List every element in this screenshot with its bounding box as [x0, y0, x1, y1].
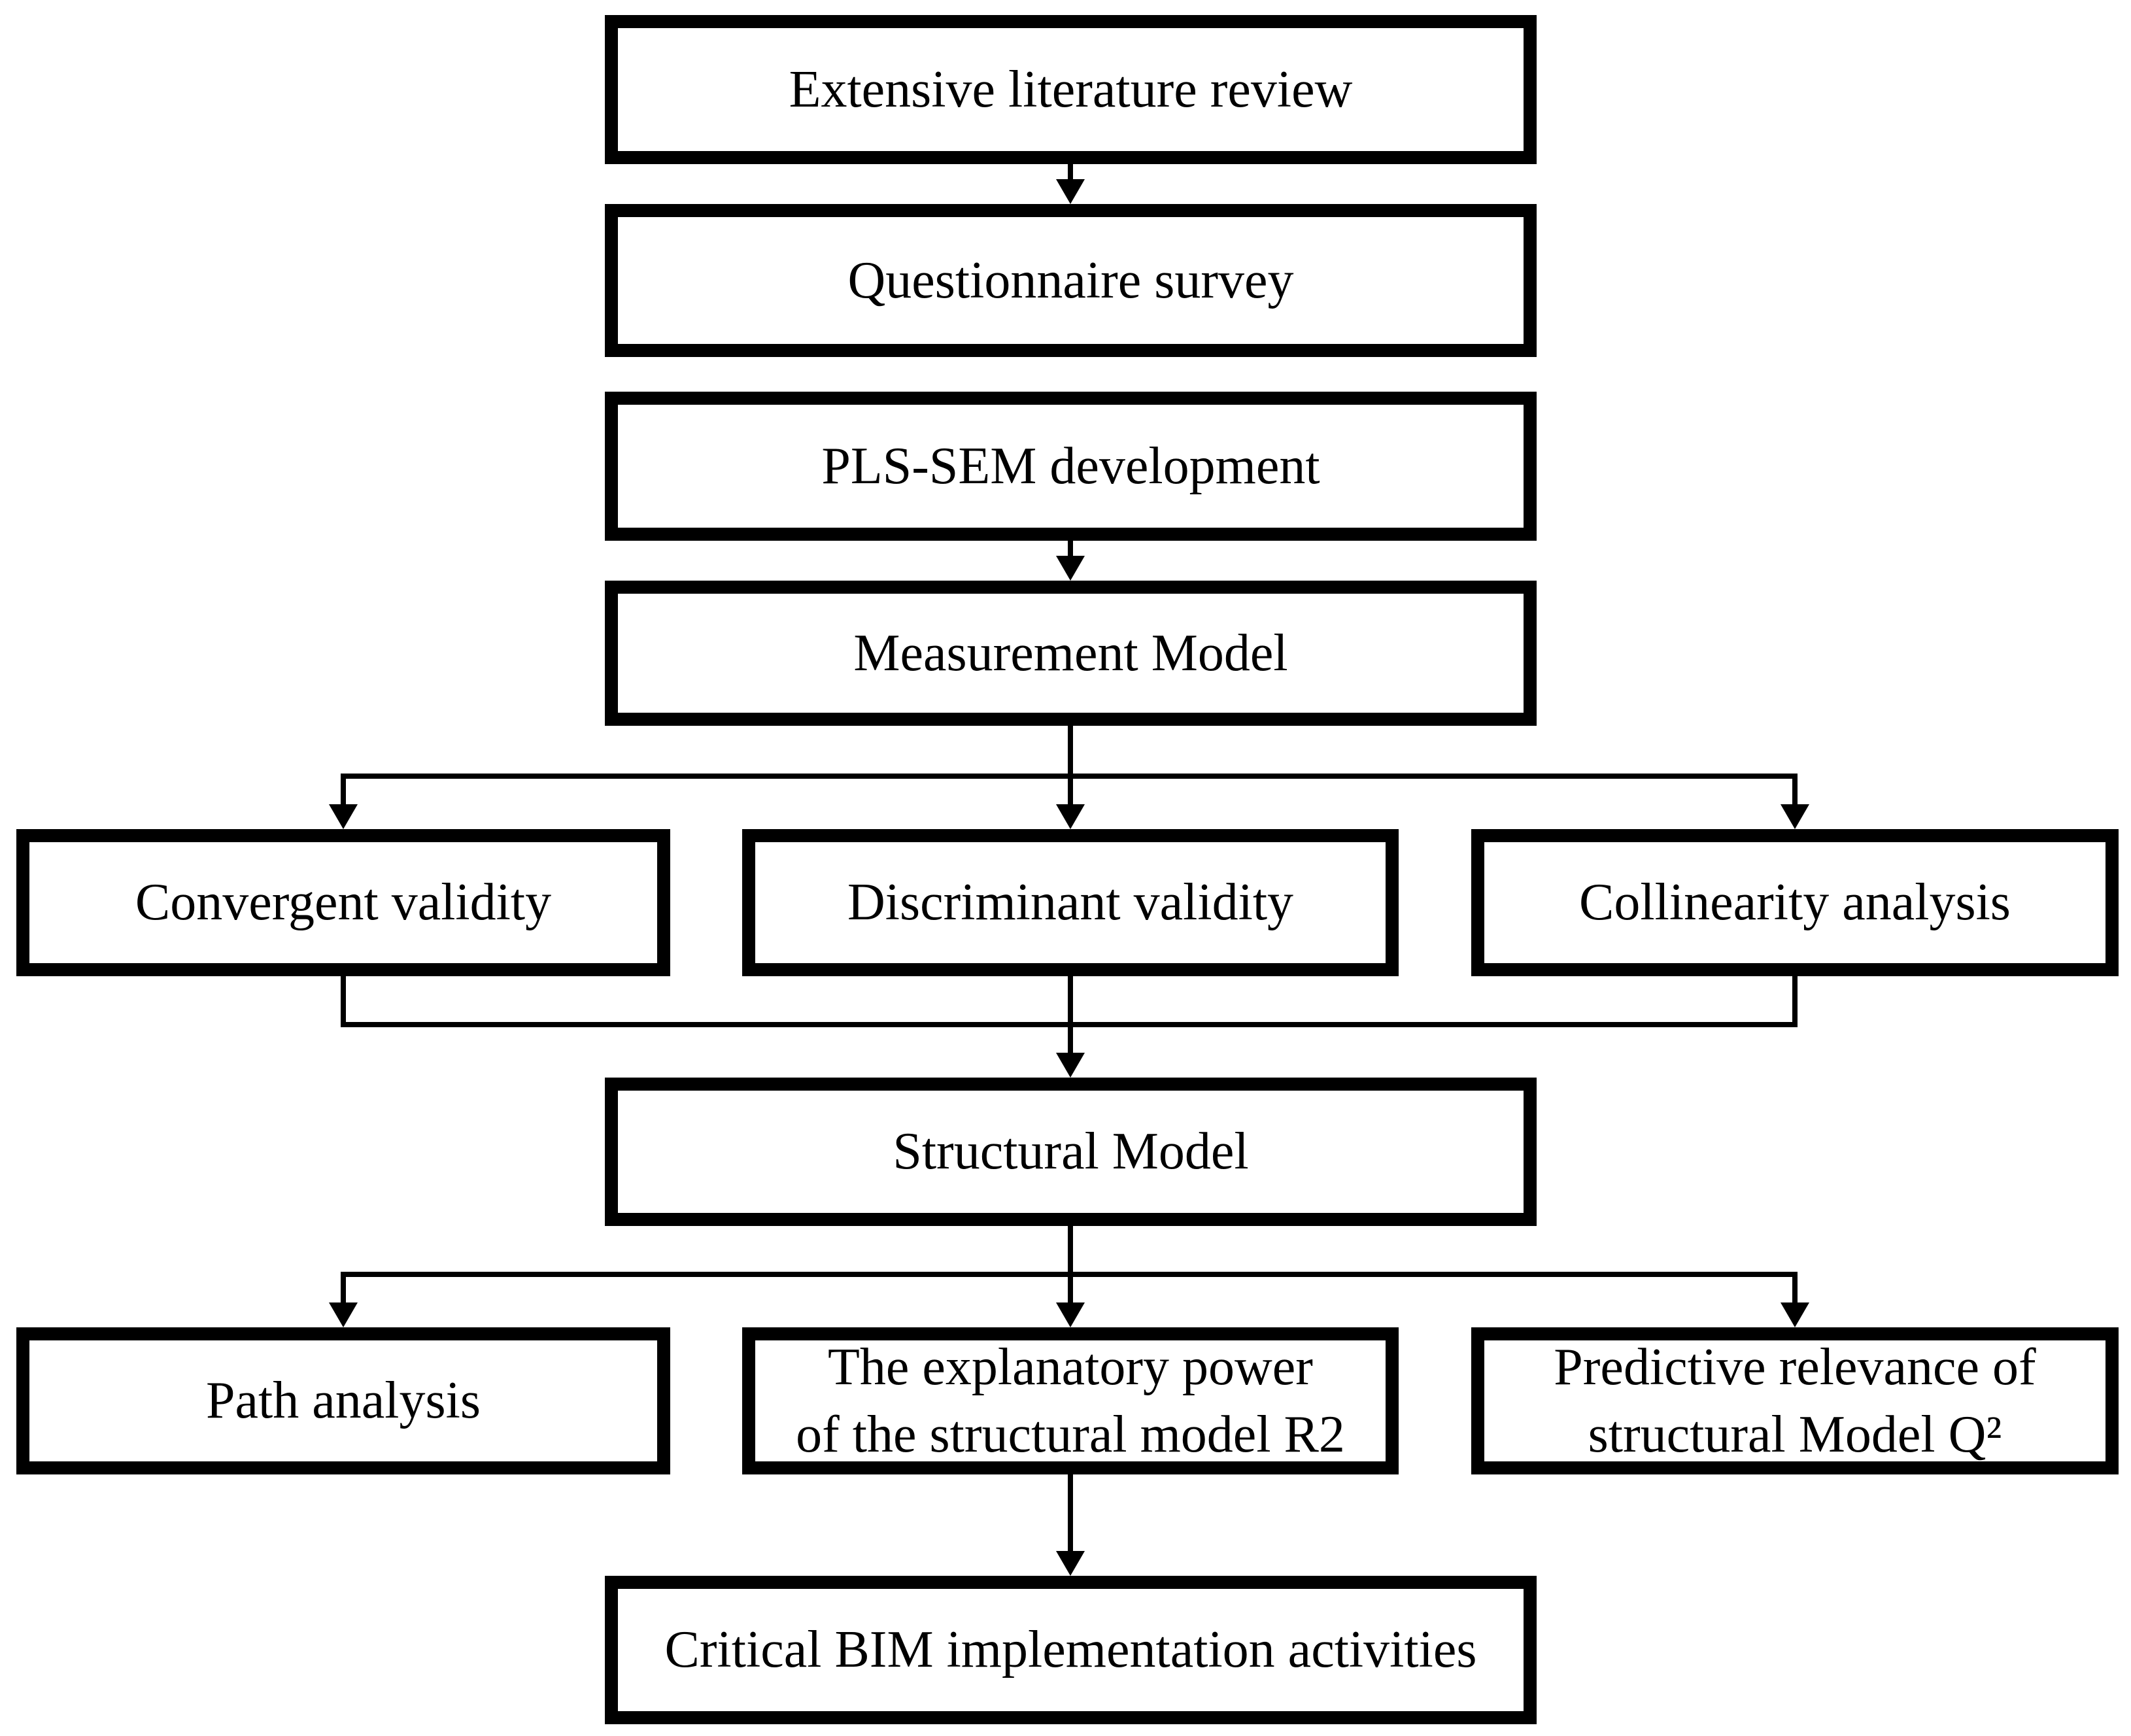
- node-questionnaire-survey: Questionnaire survey: [605, 204, 1537, 357]
- node-discriminant-validity: Discriminant validity: [742, 829, 1399, 976]
- node-pls-sem-development: PLS-SEM development: [605, 392, 1537, 541]
- node-critical-bim-implementation-activities: Critical BIM implementation activities: [605, 1576, 1537, 1724]
- connector-line: [1068, 726, 1073, 776]
- connector-line: [1792, 1272, 1798, 1304]
- arrowhead-down-icon: [1056, 1302, 1085, 1327]
- node-measurement-model: Measurement Model: [605, 581, 1537, 726]
- node-explanatory-power-r2: The explanatory power of the structural …: [742, 1327, 1399, 1474]
- node-label-line-2: structural Model Q²: [1588, 1405, 2002, 1463]
- arrowhead-down-icon: [1056, 804, 1085, 829]
- node-label-line-2: of the structural model R2: [796, 1405, 1345, 1463]
- arrowhead-down-icon: [1781, 804, 1809, 829]
- connector-line: [341, 1272, 346, 1304]
- connector-line: [1068, 163, 1073, 182]
- connector-line: [1068, 1226, 1073, 1274]
- node-label: PLS-SEM development: [821, 437, 1320, 495]
- connector-line: [1068, 541, 1073, 558]
- node-label: Convergent validity: [135, 874, 552, 932]
- node-path-analysis: Path analysis: [16, 1327, 670, 1474]
- arrowhead-down-icon: [329, 1302, 358, 1327]
- connector-line: [341, 774, 346, 807]
- connector-line: [1792, 976, 1798, 1027]
- arrowhead-down-icon: [1056, 1551, 1085, 1576]
- node-label: Critical BIM implementation activities: [664, 1621, 1477, 1679]
- arrowhead-down-icon: [1056, 1053, 1085, 1078]
- arrowhead-down-icon: [1056, 556, 1085, 581]
- arrowhead-down-icon: [1056, 179, 1085, 204]
- connector-line: [1068, 1272, 1073, 1304]
- node-label-line-1: The explanatory power: [828, 1338, 1313, 1397]
- connector-line: [1792, 774, 1798, 807]
- node-convergent-validity: Convergent validity: [16, 829, 670, 976]
- node-label: Collinearity analysis: [1579, 874, 2011, 932]
- node-label: Path analysis: [206, 1372, 481, 1430]
- node-extensive-literature-review: Extensive literature review: [605, 15, 1537, 164]
- connector-line: [1068, 774, 1073, 807]
- node-predictive-relevance-q2: Predictive relevance of structural Model…: [1471, 1327, 2119, 1474]
- node-label: Structural Model: [893, 1123, 1249, 1181]
- arrowhead-down-icon: [1781, 1302, 1809, 1327]
- node-label: Questionnaire survey: [847, 251, 1294, 309]
- connector-line: [1068, 1474, 1073, 1552]
- node-collinearity-analysis: Collinearity analysis: [1471, 829, 2119, 976]
- node-label: Discriminant validity: [847, 874, 1294, 932]
- node-structural-model: Structural Model: [605, 1078, 1537, 1226]
- node-label: Measurement Model: [853, 624, 1288, 682]
- arrowhead-down-icon: [329, 804, 358, 829]
- node-label: Extensive literature review: [789, 60, 1353, 118]
- node-label-line-1: Predictive relevance of: [1554, 1338, 2036, 1397]
- connector-line: [341, 976, 346, 1027]
- connector-line: [1068, 976, 1073, 1054]
